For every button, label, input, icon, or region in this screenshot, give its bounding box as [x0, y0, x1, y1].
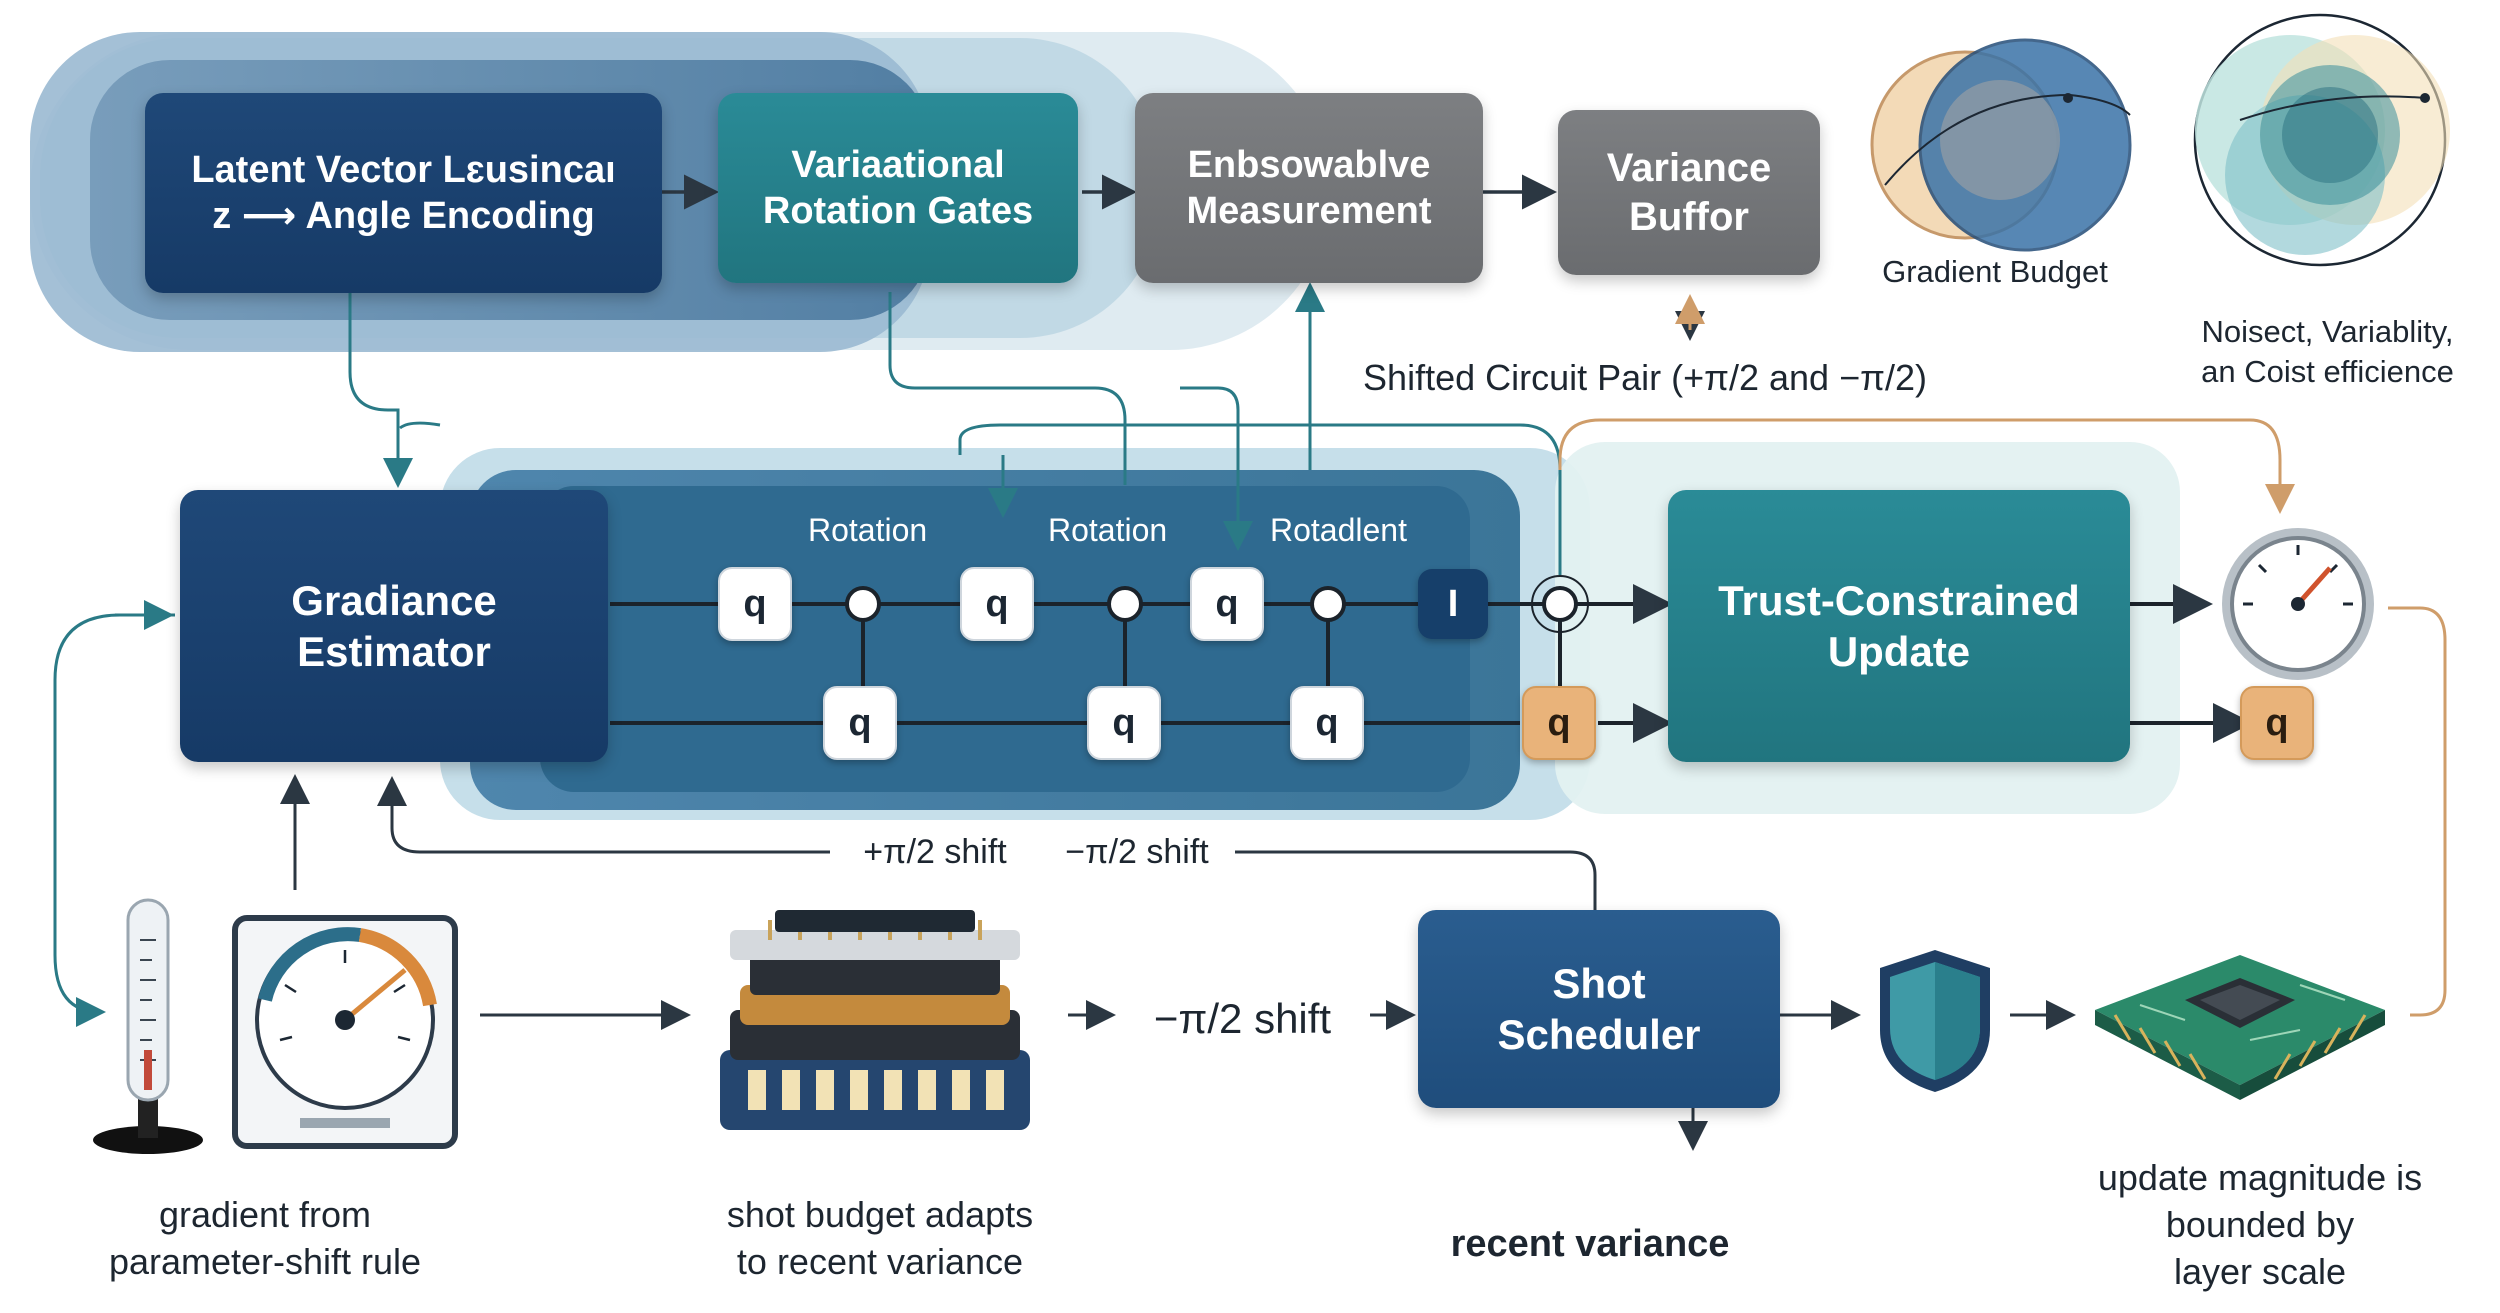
gradient-caption: gradient from parameter-shift rule — [108, 1194, 422, 1282]
latent-vector-text: Latent Vector Lɛusincaı z ⟶ Angle Encodi… — [191, 148, 616, 237]
shot-scheduler-box: Shot Scheduler — [1418, 910, 1780, 1108]
variance-buffer-box: Variance Buffor — [1558, 110, 1820, 275]
rotation-label-3: Rotadlent — [1270, 512, 1407, 548]
orange-lines — [1558, 294, 2447, 1017]
dial-gauge-icon — [2222, 528, 2374, 680]
q-gate: q — [1087, 686, 1161, 760]
shift-minus-label: −π/2 shift — [1042, 830, 1232, 875]
q-gate-orange: q — [2240, 686, 2314, 760]
q-gate: q — [1190, 567, 1264, 641]
i-gate: I — [1418, 569, 1488, 639]
trust-constrained-update-text: Trust-Constrained Update — [1718, 576, 2080, 675]
gradiance-estimator-box: Gradiance Estimator — [180, 490, 608, 762]
update-caption: update magnitude is bounded by layer sca… — [2097, 1157, 2423, 1292]
shot-budget-caption: shot budget adapts to recent variance — [726, 1194, 1034, 1282]
rotation-gates-text: Variaational Rotation Gates — [762, 143, 1034, 232]
gradient-budget-venn — [1870, 38, 2132, 252]
shift-lines — [280, 774, 1708, 1151]
gradiance-estimator-text: Gradiance Estimator — [291, 576, 497, 675]
noise-variability-venn — [2193, 13, 2450, 267]
rotation-label-1: Rotation — [808, 512, 928, 548]
feedback-lines — [53, 282, 1562, 1027]
q-gate-orange: q — [1522, 686, 1596, 760]
q-gate: q — [1290, 686, 1364, 760]
control-dots — [845, 575, 1589, 633]
shift-pipeline-label: −π/2 shift — [1153, 995, 1332, 1042]
gauge-icon — [232, 915, 458, 1149]
measurement-text: Enbsowablve Measurement — [1186, 143, 1432, 232]
recent-variance-label: recent variance — [1450, 1223, 1730, 1265]
rotation-gates-box: Variaational Rotation Gates — [718, 93, 1078, 283]
shield-icon — [1880, 950, 1990, 1092]
q-gate: q — [718, 567, 792, 641]
q-gate: q — [960, 567, 1034, 641]
rotation-label-2: Rotation — [1048, 512, 1168, 548]
circuit-board-icon — [2095, 955, 2385, 1100]
noise-variability-label: Noisect, Variablity, an Coist efficience — [2201, 314, 2454, 390]
gradient-budget-label: Gradient Budget — [1882, 254, 2108, 289]
q-gate: q — [823, 686, 897, 760]
thermometer-icon — [93, 898, 203, 1154]
latent-vector-box: Latent Vector Lɛusincaı z ⟶ Angle Encodi… — [145, 93, 662, 293]
chip-stack-icon — [720, 910, 1030, 1130]
trust-constrained-update-box: Trust-Constrained Update — [1668, 490, 2130, 762]
measurement-box: Enbsowablve Measurement — [1135, 93, 1483, 283]
shifted-pair-label: Shifted Circuit Pair (+π/2 and −π/2) — [1363, 357, 1927, 398]
variance-buffer-text: Variance Buffor — [1606, 145, 1772, 239]
shift-plus-label: +π/2 shift — [840, 830, 1030, 875]
shot-scheduler-text: Shot Scheduler — [1497, 959, 1701, 1058]
